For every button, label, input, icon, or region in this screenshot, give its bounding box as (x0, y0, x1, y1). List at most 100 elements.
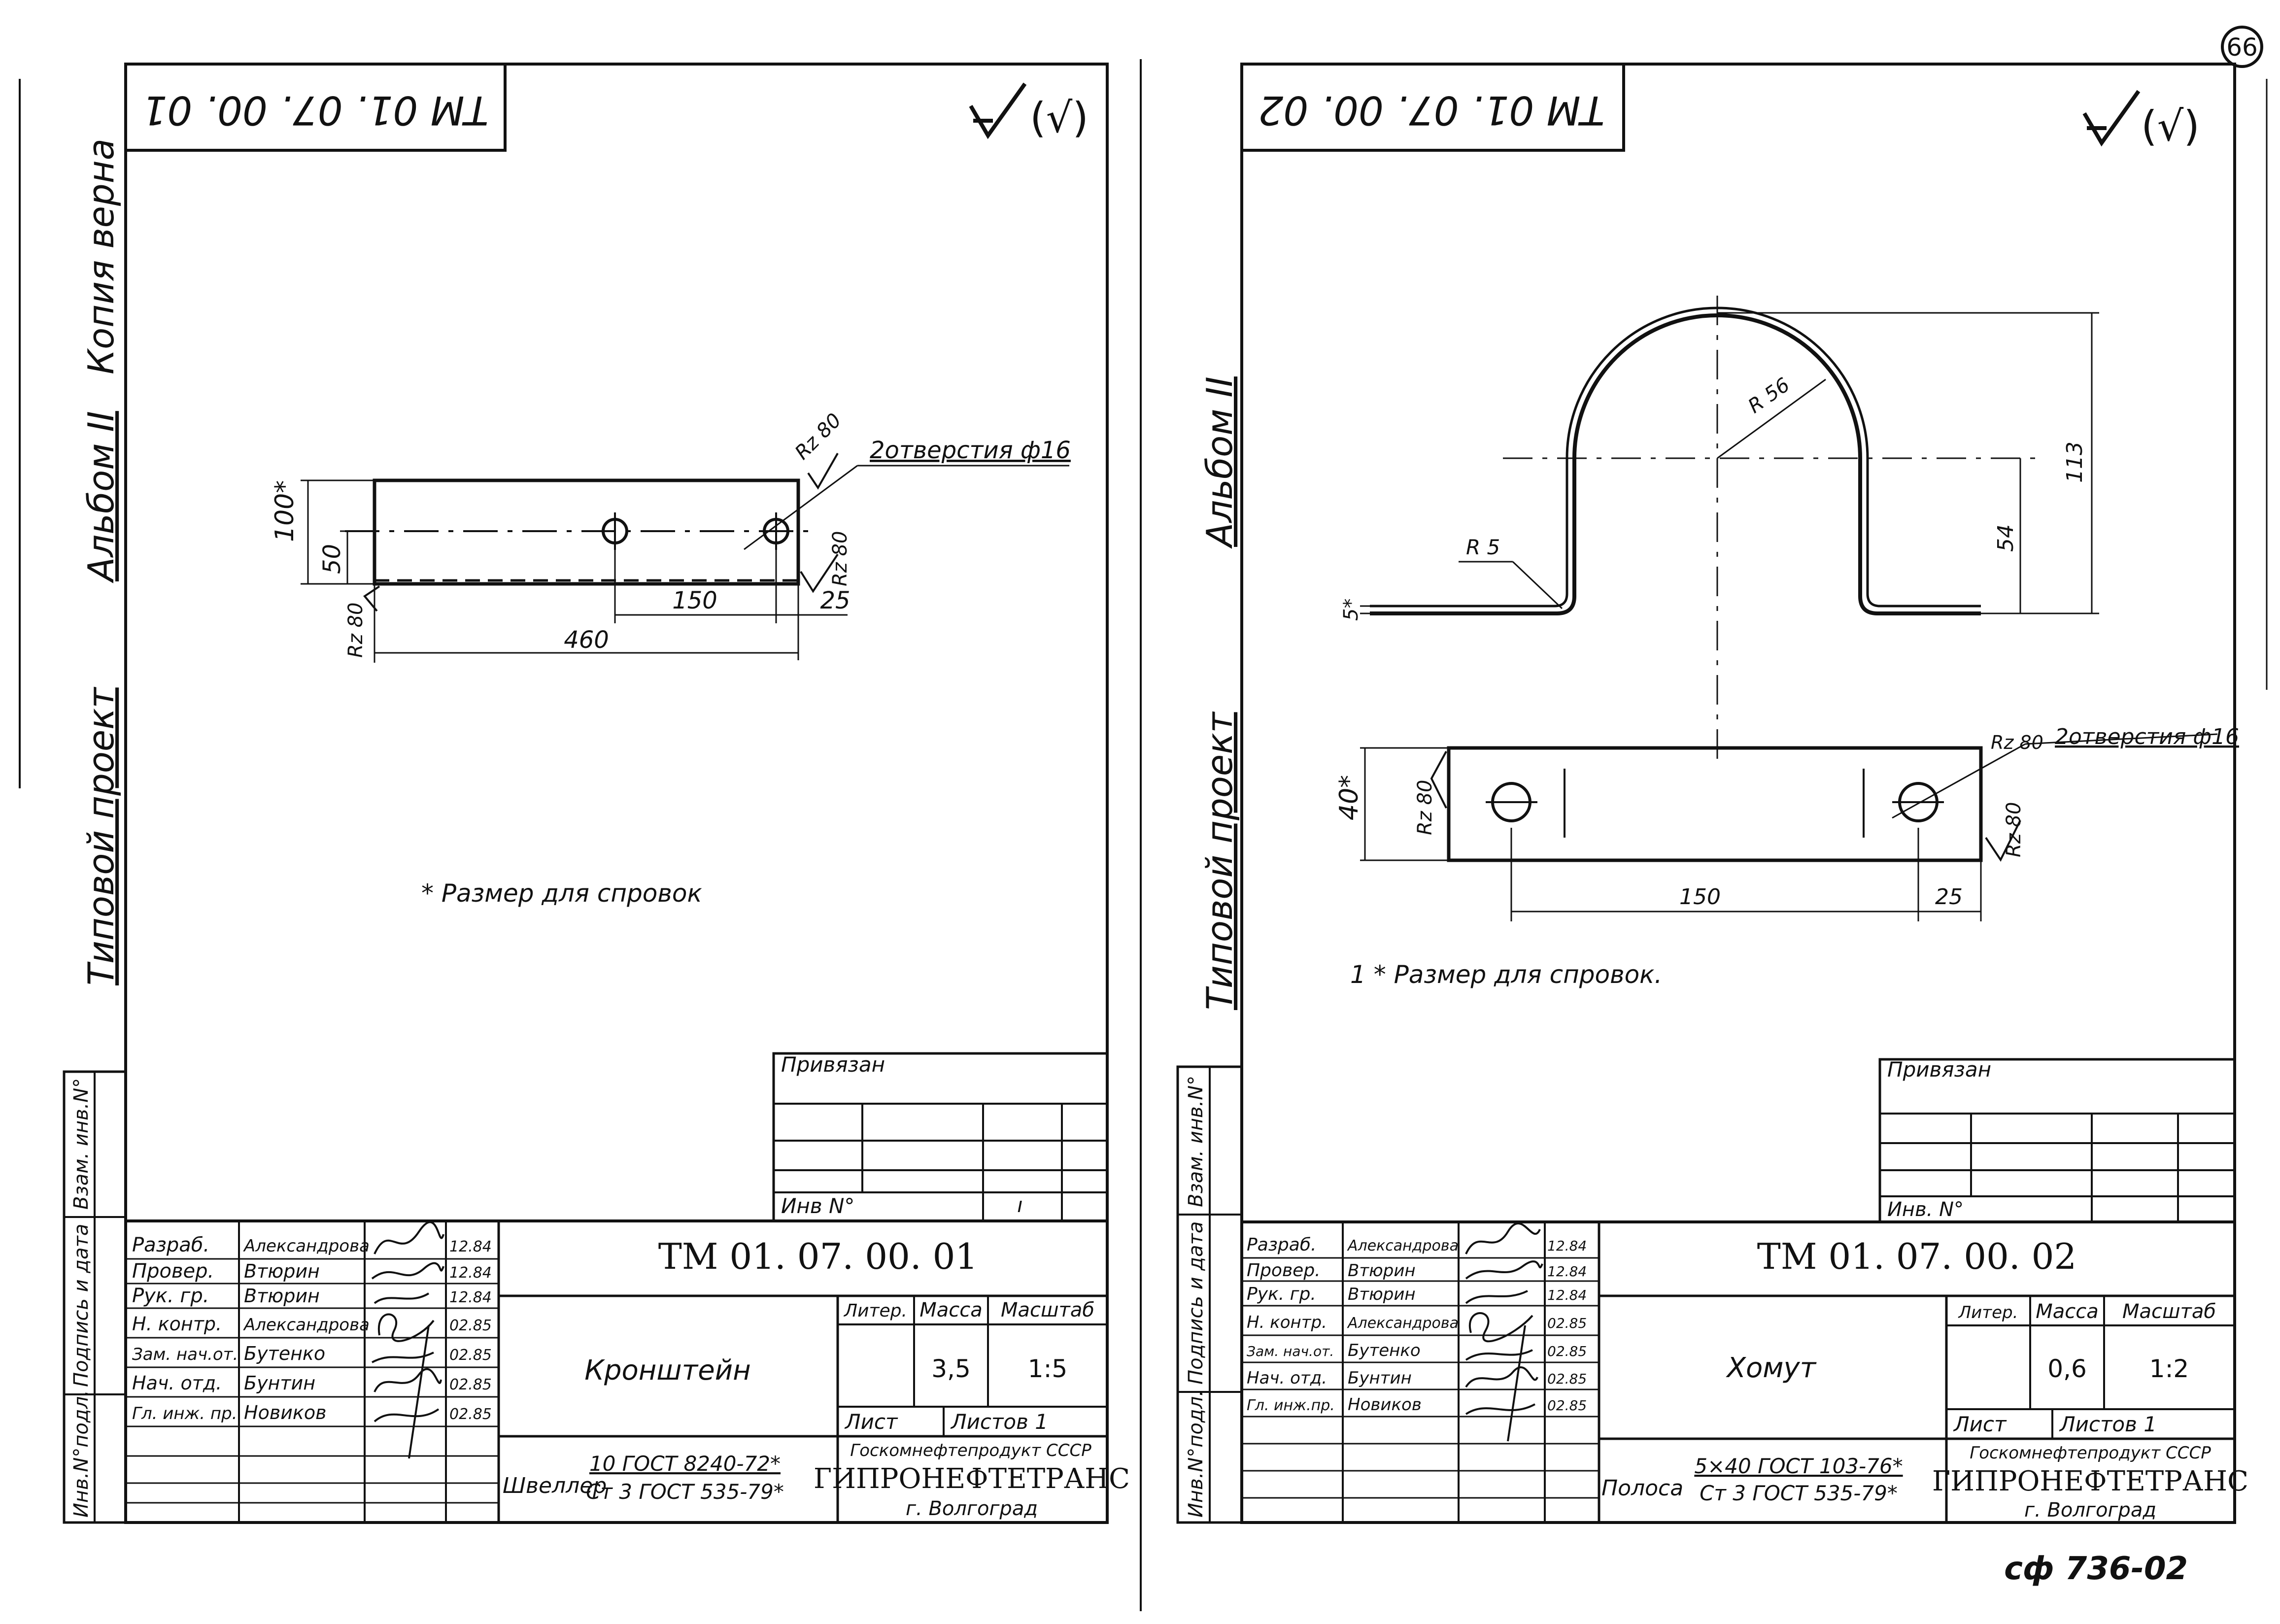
svg-text:Нач. отд.: Нач. отд. (1247, 1368, 1327, 1388)
svg-text:Зам. нач.от.: Зам. нач.от. (1247, 1343, 1334, 1359)
svg-text:Привязан: Привязан (1887, 1057, 1991, 1082)
sheet-2-scale: 1:2 (2149, 1354, 2189, 1383)
svg-text:Рук. гр.: Рук. гр. (132, 1285, 209, 1307)
sheet-2-material-top: 5×40 ГОСТ 103-76* (1694, 1454, 1903, 1478)
sheet-1-role-row: Разраб. Александрова 12.84 (132, 1234, 492, 1256)
sheet-2-org-name: ГИПРОНЕФТЕТРАНС (1932, 1465, 2248, 1497)
inv-no-label: Инв N° (781, 1194, 854, 1218)
sheet-1: ТМ 01. 07. 00. 01 (√) Типовой проект Аль… (63, 63, 1130, 1524)
svg-text:Литер.: Литер. (1958, 1303, 2018, 1322)
clamp-strip-outline (1447, 746, 1983, 862)
sheet-2: ТМ 01. 07. 00. 02 (√) Типовой проект Аль… (1176, 63, 2248, 1524)
svg-text:02.85: 02.85 (1547, 1397, 1587, 1414)
svg-text:Листов 1: Листов 1 (950, 1410, 1048, 1434)
dim-r56: R 56 (1744, 373, 1794, 418)
svg-text:Нач. отд.: Нач. отд. (132, 1372, 222, 1394)
svg-text:Масштаб: Масштаб (2122, 1300, 2216, 1323)
svg-text:Гл. инж.пр.: Гл. инж.пр. (1247, 1397, 1335, 1414)
svg-text:Александрова: Александрова (1347, 1315, 1459, 1332)
svg-text:Инв. N°: Инв. N° (1887, 1198, 1964, 1221)
svg-text:Втюрин: Втюрин (1348, 1285, 1416, 1304)
sheet-2-role-row: Рук. гр. Втюрин 12.84 (1247, 1284, 1587, 1304)
svg-text:Рук. гр.: Рук. гр. (1247, 1284, 1316, 1304)
svg-text:Бунтин: Бунтин (1348, 1368, 1412, 1388)
sheet-1-role-row: Н. контр. Александрова 02.85 (132, 1313, 492, 1335)
svg-text:Подпись и дата: Подпись и дата (1185, 1221, 1207, 1385)
sheet-2-dim-25: 25 (1935, 884, 1963, 910)
footer-code: сф 736-02 (2004, 1551, 2188, 1587)
sheet-1-corner-box (124, 63, 507, 152)
dim-5: 5* (1340, 599, 1362, 621)
svg-text:12.84: 12.84 (1547, 1287, 1587, 1303)
dim-150: 150 (672, 587, 717, 614)
svg-text:ı: ı (1017, 1193, 1023, 1217)
sheet-2-role-row: Разраб. Александрова 12.84 (1247, 1235, 1587, 1255)
svg-text:Н. контр.: Н. контр. (1247, 1313, 1327, 1332)
sheet-2-role-row: Нач. отд. Бунтин 02.85 (1247, 1368, 1587, 1388)
clamp-profile-outer (1370, 313, 1981, 615)
sheet-1-role-row: Гл. инж. пр. Новиков 02.85 (132, 1402, 492, 1423)
sheet-2-part-name: Хомут (1726, 1352, 1817, 1384)
svg-text:г. Волгоград: г. Волгоград (2024, 1499, 2156, 1522)
svg-text:Н. контр.: Н. контр. (132, 1313, 222, 1335)
clamp-hole-2 (1863, 769, 1944, 838)
sheet-1-title-block: Привязан Инв N° ı (124, 1052, 1130, 1524)
sheet-2-side-stamp: Инв.N°подл. Подпись и дата Взам. инв.N° (1176, 1065, 1243, 1524)
privyazan-label: Привязан (781, 1052, 885, 1077)
sheet-2-role-row: Зам. нач.от. Бутенко 02.85 (1247, 1341, 1587, 1360)
svg-text:Взам. инв.N°: Взам. инв.N° (70, 1078, 93, 1210)
svg-text:Зам. нач.от.: Зам. нач.от. (132, 1345, 238, 1364)
svg-text:Гл. инж. пр.: Гл. инж. пр. (132, 1404, 237, 1423)
sheet-1-scale: 1:5 (1028, 1354, 1067, 1383)
holes-note: 2отверстия ф16 (870, 437, 1071, 464)
svg-text:Подпись и дата: Подпись и дата (70, 1224, 93, 1387)
sheet-2-mass: 0,6 (2047, 1354, 2087, 1383)
svg-text:Провер.: Провер. (1247, 1260, 1321, 1281)
svg-text:Бутенко: Бутенко (1348, 1341, 1421, 1360)
page-number: 66 (2221, 26, 2263, 68)
dim-r5: R 5 (1466, 535, 1500, 559)
dim-460: 460 (564, 626, 609, 654)
sheet-2-designation: ТМ 01. 07. 00. 02 (1757, 1236, 2076, 1277)
svg-text:Втюрин: Втюрин (1348, 1261, 1416, 1281)
dim-50: 50 (318, 544, 346, 574)
sheet-1-material-prefix: Швеллер (503, 1473, 607, 1498)
copy-note: Копия верна (80, 138, 122, 374)
sheet-2-project-label: Типовой проект (1199, 711, 1240, 1010)
svg-text:(√): (√) (2141, 102, 2200, 150)
sheet-1-project-label: Типовой проект (80, 686, 122, 985)
svg-text:г. Волгоград: г. Волгоград (906, 1497, 1038, 1520)
rz-right-strip: Rz 80 (2003, 802, 2025, 857)
sheet-2-role-row: Провер. Втюрин 12.84 (1247, 1260, 1587, 1281)
svg-text:Александрова: Александрова (243, 1315, 370, 1335)
rz-left: Rz 80 (344, 603, 367, 658)
sheet-1-roughness-mark: (√) (969, 82, 1089, 142)
sheet-1-part-name: Кронштейн (584, 1354, 751, 1387)
sheet-1-designation: ТМ 01. 07. 00. 01 (658, 1236, 978, 1277)
svg-text:(√): (√) (1030, 94, 1089, 142)
svg-text:Госкомнефтепродукт СССР: Госкомнефтепродукт СССР (850, 1441, 1091, 1460)
svg-text:Литер.: Литер. (843, 1301, 907, 1321)
sheet-2-part-drawing: R 56 R 5 5* 113 54 (1334, 296, 2239, 921)
dim-40: 40* (1334, 775, 1364, 820)
svg-text:Лист: Лист (844, 1410, 898, 1434)
sheet-1-role-row: Провер. Втюрин 12.84 (132, 1260, 492, 1283)
sheet-2-dim-150: 150 (1679, 884, 1721, 910)
sheet-1-role-row: Рук. гр. Втюрин 12.84 (132, 1285, 492, 1307)
sheet-2-role-row: Гл. инж.пр. Новиков 02.85 (1247, 1395, 1587, 1415)
svg-text:02.85: 02.85 (449, 1347, 492, 1364)
svg-text:Втюрин: Втюрин (244, 1285, 320, 1307)
svg-text:Госкомнефтепродукт СССР: Госкомнефтепродукт СССР (1970, 1443, 2211, 1463)
svg-text:02.85: 02.85 (1547, 1315, 1587, 1331)
svg-text:02.85: 02.85 (449, 1376, 492, 1393)
sheet-2-material-bottom: Ст 3 ГОСТ 535-79* (1700, 1481, 1898, 1505)
svg-text:12.84: 12.84 (1547, 1263, 1587, 1280)
svg-text:02.85: 02.85 (1547, 1371, 1587, 1387)
sheet-2-footnote: 1 * Размер для спровок. (1350, 960, 1662, 989)
svg-text:Провер.: Провер. (132, 1260, 214, 1283)
svg-text:Лист: Лист (1953, 1412, 2007, 1436)
svg-text:Александрова: Александрова (243, 1236, 370, 1256)
sheet-2-material-prefix: Полоса (1601, 1476, 1683, 1501)
svg-text:Новиков: Новиков (244, 1402, 327, 1423)
sheet-2-signatures (1465, 1222, 1543, 1442)
